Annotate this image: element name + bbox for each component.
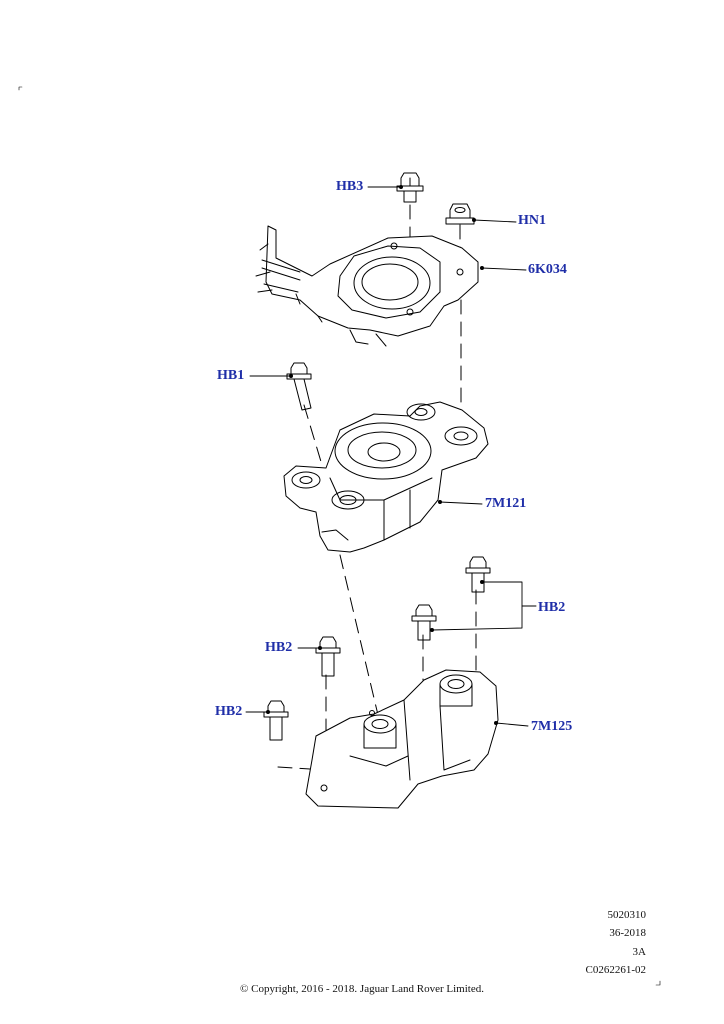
callout-hn1: HN1 — [518, 213, 546, 228]
corner-mark-bottom-right — [655, 980, 661, 986]
callout-hb2-group: HB2 — [538, 600, 566, 615]
bracket-6k034 — [255, 225, 479, 347]
revision: 3A — [632, 946, 646, 958]
mount-7m121 — [283, 401, 489, 553]
callout-6k034: 6K034 — [528, 262, 567, 277]
hn1-nut — [445, 203, 475, 225]
date-code: 36-2018 — [609, 927, 646, 939]
corner-mark-top-left — [18, 86, 23, 91]
hb2-bolt-upper-left — [411, 604, 437, 641]
ref-number: 5020310 — [607, 909, 647, 921]
callout-hb1: HB1 — [217, 368, 245, 383]
callout-7m121: 7M121 — [485, 496, 527, 511]
mount-7m125 — [305, 669, 499, 809]
hb3-bolt — [396, 172, 424, 203]
callout-hb3: HB3 — [336, 179, 364, 194]
leader-lines — [245, 186, 537, 727]
hb1-bolt — [286, 362, 312, 411]
callout-7m125: 7M125 — [531, 719, 573, 734]
callout-hb2-lower: HB2 — [215, 704, 243, 719]
hb2-bolt-lower — [263, 700, 289, 741]
hb2-bolt-middle — [315, 636, 341, 677]
leader-dots — [266, 185, 498, 725]
catalog-code: C0262261-02 — [585, 964, 647, 976]
copyright-notice: © Copyright, 2016 - 2018. Jaguar Land Ro… — [240, 983, 484, 995]
callout-hb2-middle: HB2 — [265, 640, 293, 655]
hb2-bolt-upper-right — [465, 556, 491, 593]
